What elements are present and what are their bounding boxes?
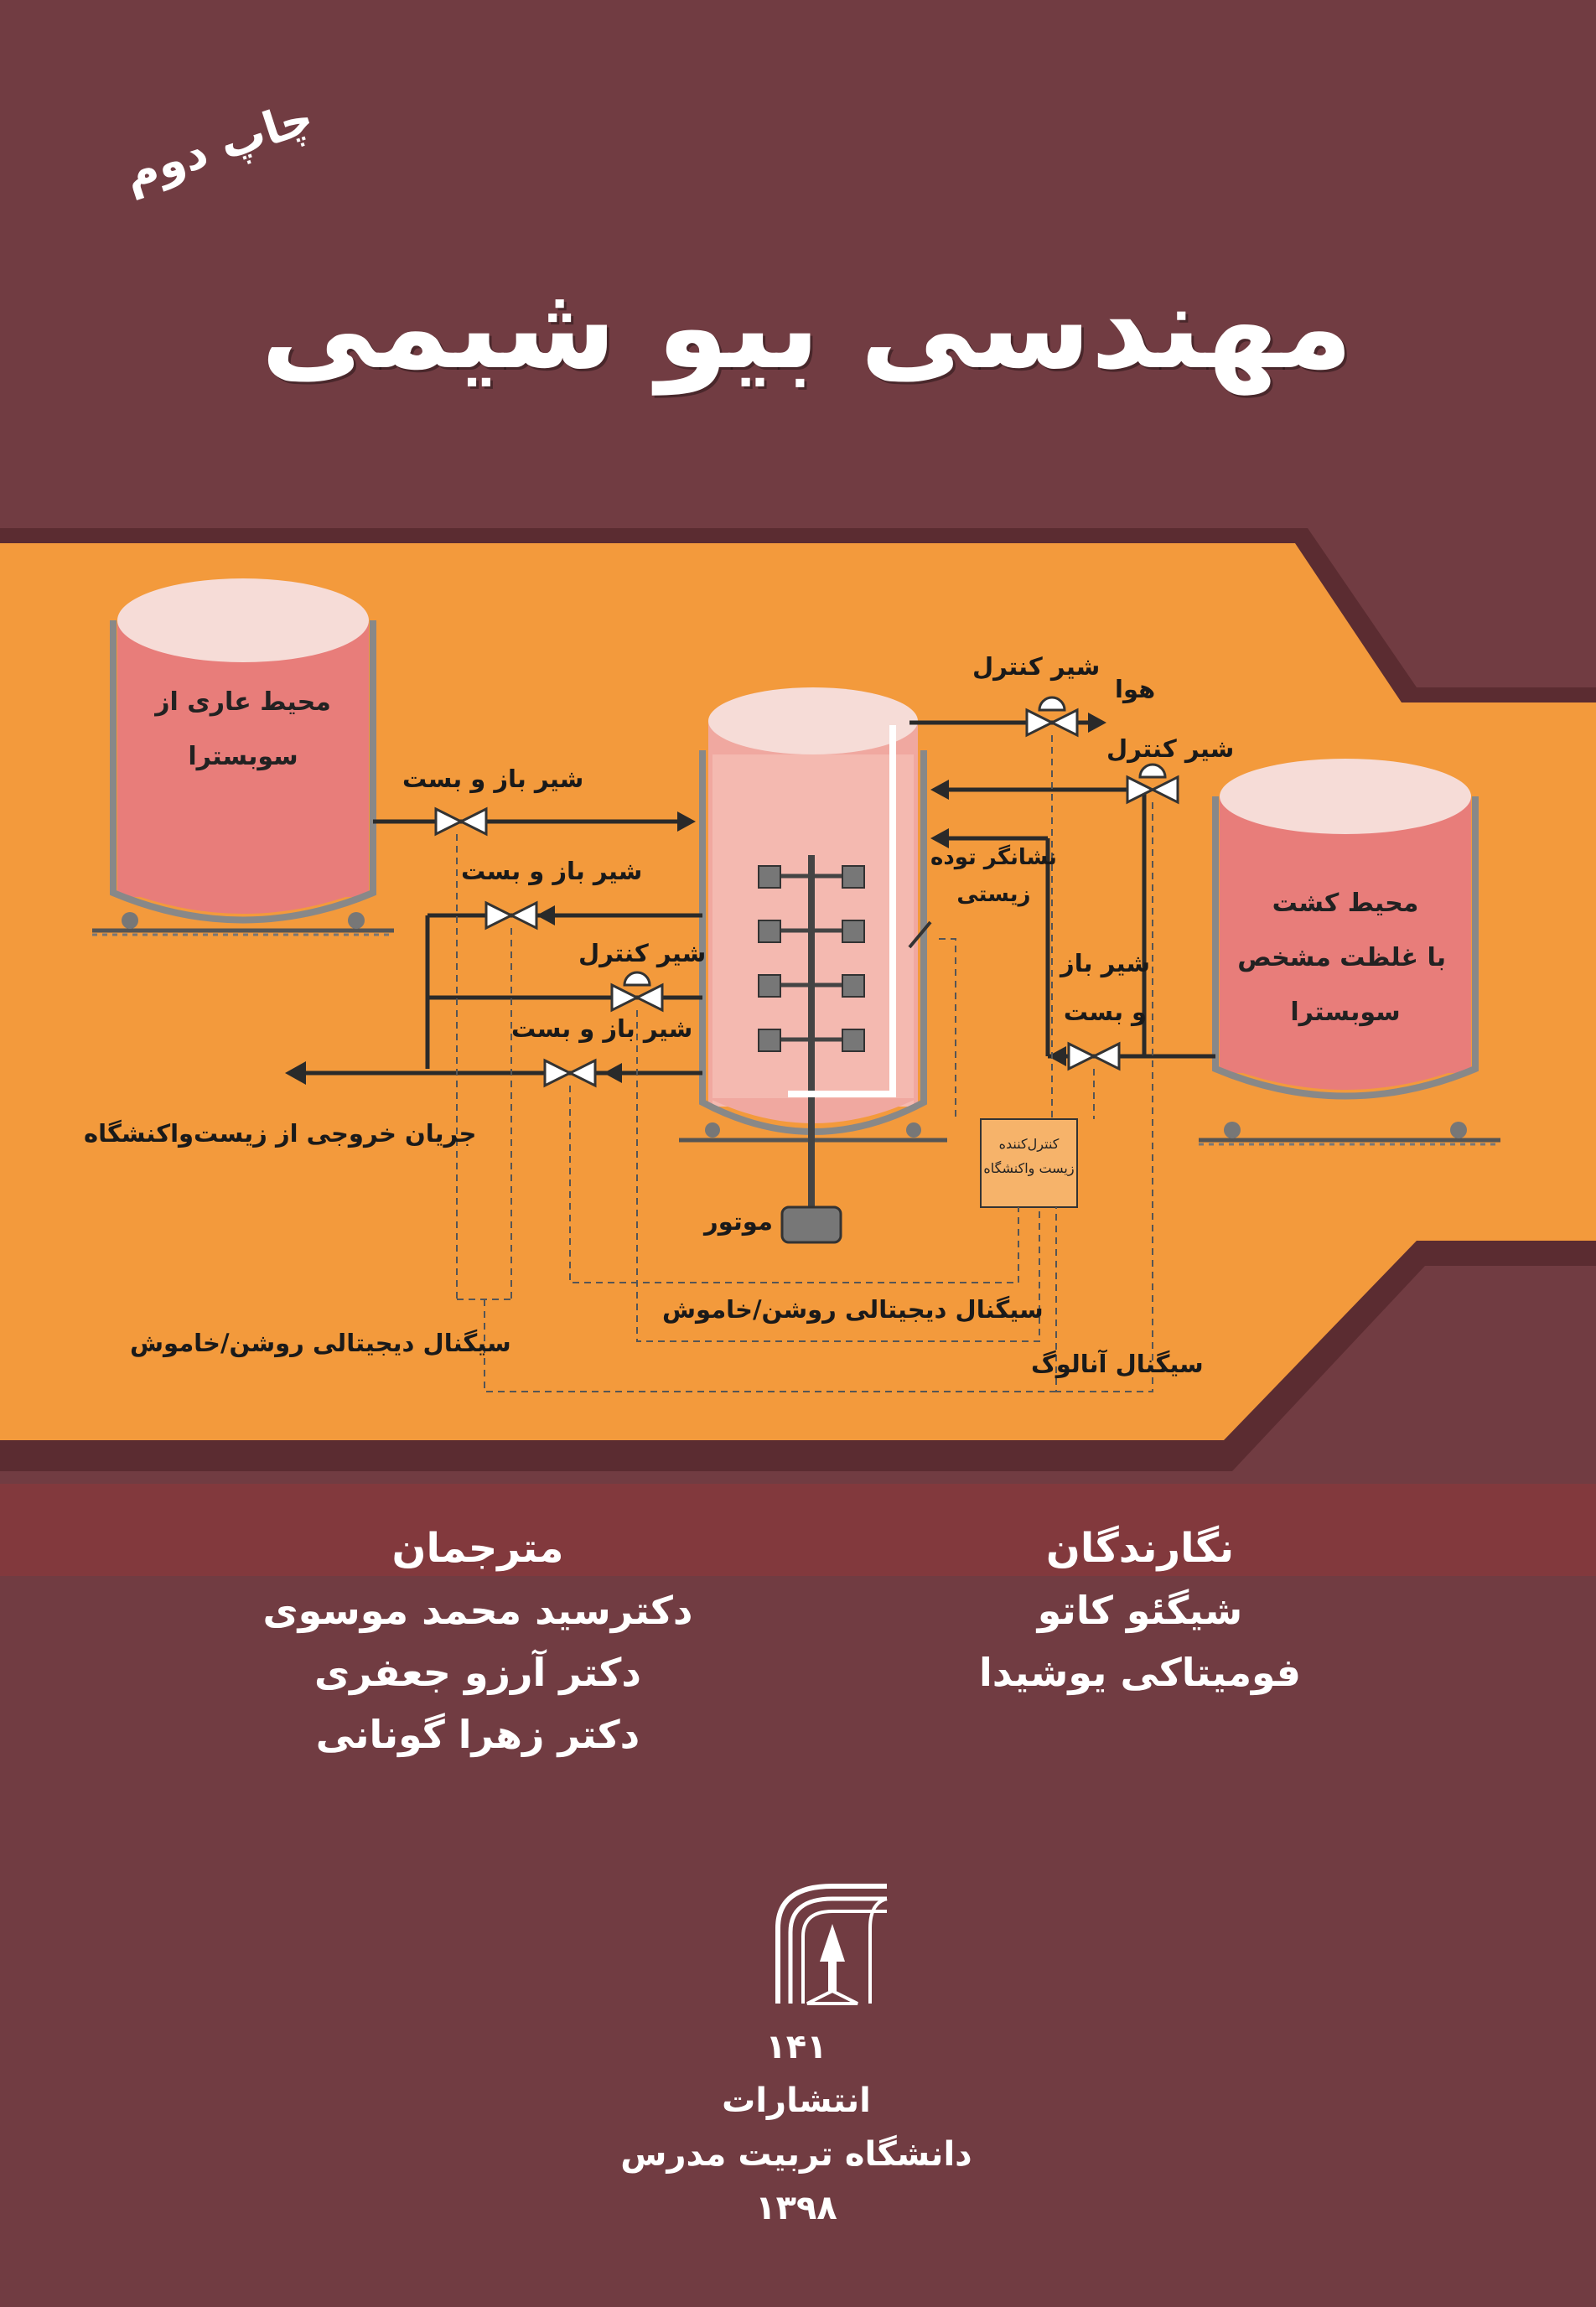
publication-year: ۱۳۹۸	[755, 2189, 837, 2227]
book-title: مهندسی بیو شیمی	[261, 260, 1353, 395]
feed-tank	[92, 578, 394, 936]
reactor-controller-label: کنترل‌کننده زیست واکنشگاه	[983, 1136, 1075, 1176]
valve-label-onoff-1: شیر باز و بست	[402, 765, 584, 793]
university-logo-icon	[775, 1884, 888, 2005]
translator-name: دکتر آرزو جعفری	[314, 1650, 642, 1695]
air-label: هوا	[1115, 675, 1156, 703]
publication-number: ۱۴۱	[765, 2028, 827, 2066]
biomass-sensor-label: نشانگر توده زیستی	[930, 845, 1057, 907]
authors-block: نگارندگان شیگئو کاتو فومیتاکی یوشیدا	[964, 1517, 1316, 1703]
valve-label-onoff-3: شیر باز و بست	[511, 1014, 693, 1043]
analog-signal-label: سیگنال آنالوگ	[1031, 1350, 1204, 1378]
author-name: فومیتاکی یوشیدا	[978, 1650, 1302, 1695]
translators-block: مترجمان دکترسید محمد موسوی دکتر آرزو جعف…	[218, 1517, 738, 1765]
valve-label-onoff-2: شیر باز و بست	[461, 857, 643, 885]
translator-name: دکتر زهرا گونانی	[315, 1712, 640, 1757]
outflow-label: جریان خروجی از زیست‌واکنشگاه	[84, 1119, 477, 1148]
translator-name: دکترسید محمد موسوی	[262, 1588, 693, 1633]
valve-label-control-top: شیر کنترل	[972, 652, 1101, 681]
digital-signal-center-label: سیگنال دیجیتالی روشن/خاموش	[662, 1295, 1044, 1324]
valve-label-onoff-right: شیر باز و بست	[1060, 949, 1150, 1026]
translators-heading: مترجمان	[391, 1525, 564, 1572]
motor-label: موتور	[704, 1207, 773, 1236]
publisher-label: انتشارات	[722, 2081, 871, 2120]
credits-band	[0, 1484, 1596, 1576]
publisher-block: ۱۴۱ انتشارات دانشگاه تربیت مدرس ۱۳۹۸	[587, 2020, 1006, 2235]
bioreactor	[679, 687, 947, 1244]
valve-label-control-right: شیر کنترل	[1106, 734, 1235, 763]
culture-tank	[1199, 759, 1500, 1146]
valve-label-control-center: شیر کنترل	[578, 939, 707, 967]
digital-signal-left-label: سیگنال دیجیتالی روشن/خاموش	[130, 1329, 511, 1357]
reactor-controller-box	[980, 1118, 1078, 1208]
publisher-name: دانشگاه تربیت مدرس	[620, 2135, 972, 2174]
culture-tank-label: محیط کشت با غلظت مشخص سوبسترا	[1237, 889, 1446, 1027]
author-name: شیگئو کاتو	[1037, 1588, 1243, 1633]
feed-tank-label: محیط عاری از سوبسترا	[155, 687, 331, 771]
authors-heading: نگارندگان	[1045, 1525, 1235, 1572]
